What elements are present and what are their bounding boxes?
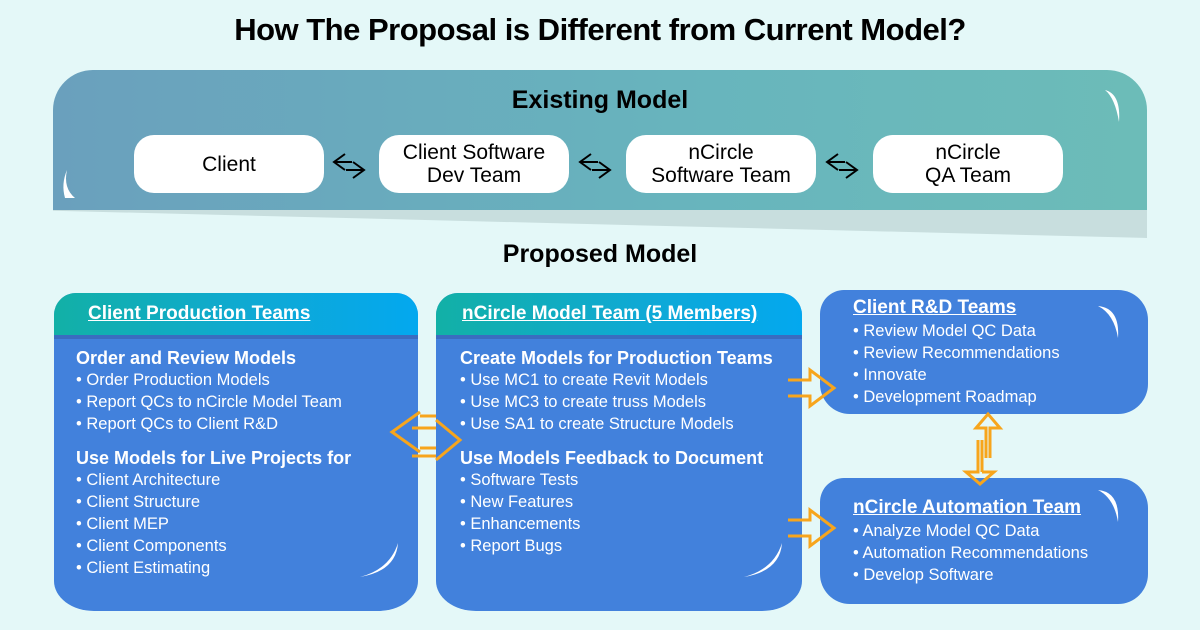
list-item: • Enhancements [460,515,581,533]
list-item: • Client Estimating [76,559,211,577]
section-title: Create Models for Production Teams [460,348,773,368]
ncircle-model-team-header: nCircle Model Team (5 Members) [436,293,802,339]
box-header-title: Client Production Teams [88,303,311,324]
existing-box-label: nCircle QA Team [925,141,1011,187]
list-item: • Client Structure [76,493,201,511]
existing-box-client: Client [134,135,324,193]
curl-decoration-icon [744,543,782,577]
list-item: • Client MEP [76,515,169,533]
client-production-teams-box: Client Production Teams Order and Review… [54,293,418,611]
list-item: • Client Architecture [76,471,221,489]
box-header-title: nCircle Automation Team [853,497,1082,518]
existing-model-title: Existing Model [511,86,689,114]
existing-box-ncircle-qa-team: nCircle QA Team [873,135,1063,193]
ncircle-model-team-box: nCircle Model Team (5 Members) Create Mo… [436,293,802,611]
existing-box-ncircle-software-team: nCircle Software Team [626,135,816,193]
vertical-bidirectional-arrow-icon [961,411,1004,486]
existing-box-label: Client Software Dev Team [402,141,546,187]
list-item: • Report Bugs [460,537,563,555]
list-item: • Client Components [76,537,227,555]
right-arrow-icon [788,367,837,409]
double-arrow-icon [578,153,612,179]
bidirectional-arrow-icon [389,410,463,462]
list-item: • Order Production Models [76,371,270,389]
ncircle-automation-team-box: nCircle Automation Team • Analyze Model … [820,478,1148,604]
list-item: • Report QCs to Client R&D [76,415,279,433]
list-item: • Use SA1 to create Structure Models [460,415,734,433]
existing-box-label: Client [202,152,256,176]
list-item: • Software Tests [460,471,579,489]
client-production-teams-header: Client Production Teams [54,293,418,339]
curl-decoration-icon [1098,306,1119,338]
box-header-title: nCircle Model Team (5 Members) [462,303,758,324]
list-item: • Use MC3 to create truss Models [460,393,707,411]
list-item: • Develop Software [853,566,994,584]
double-arrow-icon [332,153,366,179]
curl-decoration-icon [63,170,75,198]
curl-decoration-icon [1105,90,1120,122]
section-title: Order and Review Models [76,348,297,368]
section-title: Use Models for Live Projects for [76,448,352,468]
list-item: • Automation Recommendations [853,544,1089,562]
existing-box-label: nCircle Software Team [651,141,791,187]
double-arrow-icon [825,153,859,179]
section-title: Use Models Feedback to Document [460,448,764,468]
list-item: • Review Recommendations [853,344,1060,362]
proposed-model-title: Proposed Model [502,240,698,268]
list-item: • Use MC1 to create Revit Models [460,371,708,389]
list-item: • Analyze Model QC Data [853,522,1040,540]
curl-decoration-icon [1098,490,1119,522]
curl-decoration-icon [360,543,398,577]
list-item: • Innovate [853,366,927,384]
client-rd-teams-box: Client R&D Teams • Review Model QC Data … [820,290,1148,414]
list-item: • New Features [460,493,574,511]
box-header-title: Client R&D Teams [853,297,1017,318]
right-arrow-icon [788,507,837,549]
existing-box-client-software-dev-team: Client Software Dev Team [379,135,569,193]
list-item: • Review Model QC Data [853,322,1036,340]
page-title: How The Proposal is Different from Curre… [234,12,966,47]
list-item: • Report QCs to nCircle Model Team [76,393,342,411]
list-item: • Development Roadmap [853,388,1037,406]
existing-model-panel: Existing Model Client Client Software De… [53,70,1147,210]
